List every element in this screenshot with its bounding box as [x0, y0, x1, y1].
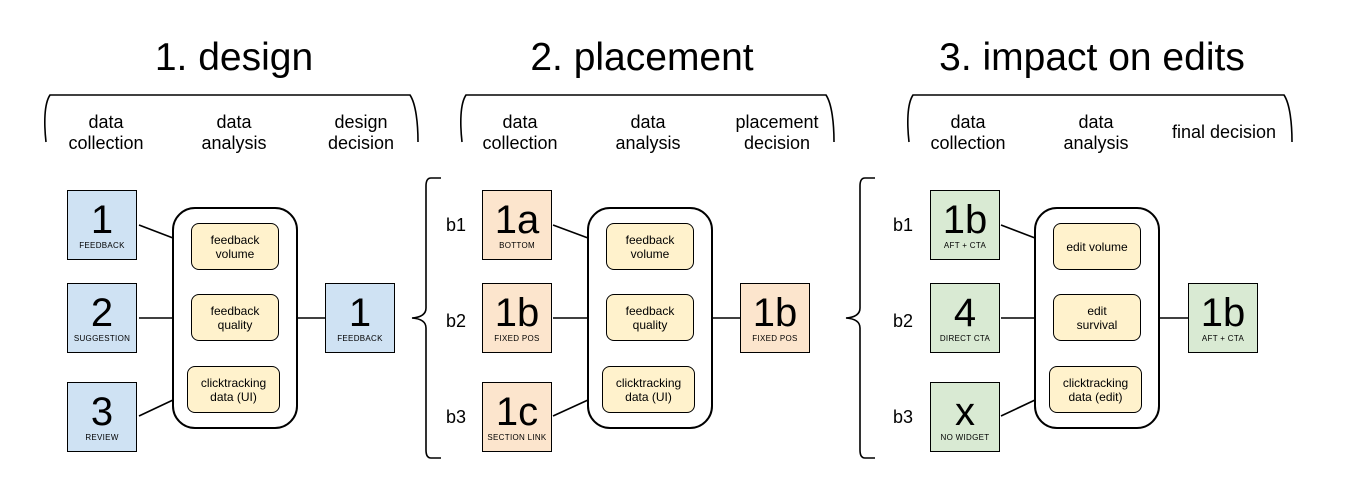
analysis-item: feedback quality [191, 294, 279, 341]
connector [1000, 224, 1036, 239]
input-number: 1b [942, 198, 988, 242]
section-title: 1. design [154, 36, 314, 79]
header-data-analysis: data analysis [1063, 112, 1129, 153]
connector [552, 224, 589, 239]
connector [138, 399, 174, 417]
analysis-item: clicktracking data (UI) [602, 366, 695, 413]
input-label: FIXED POS [494, 334, 540, 343]
input-number: x [955, 390, 975, 434]
analysis-group [587, 207, 713, 429]
analysis-group [172, 207, 298, 429]
decision-box: 1 FEEDBACK [325, 283, 395, 353]
section-title: 2. placement [530, 36, 754, 79]
analysis-group [1034, 207, 1160, 429]
decision-number: 1b [1200, 291, 1246, 335]
header-data-collection: data collection [68, 112, 144, 153]
decision-box: 1b FIXED POS [740, 283, 810, 353]
analysis-item: clicktracking data (edit) [1049, 366, 1142, 413]
input-label: SUGGESTION [73, 334, 131, 343]
input-box: 3 REVIEW [67, 382, 137, 452]
connector [138, 224, 174, 239]
header-data-collection: data collection [930, 112, 1006, 153]
input-label: NO WIDGET [940, 433, 990, 442]
row-label: b1 [893, 215, 914, 235]
decision-number: 1b [752, 291, 798, 335]
section-bracket [411, 177, 441, 459]
header-decision: design decision [327, 112, 395, 153]
row-label: b3 [893, 407, 914, 427]
header-data-analysis: data analysis [201, 112, 267, 153]
input-label: BOTTOM [499, 241, 535, 250]
decision-label: FEEDBACK [337, 334, 383, 343]
header-brace [907, 94, 1293, 143]
header-decision: final decision [1171, 122, 1277, 142]
input-box: 4 DIRECT CTA [930, 283, 1000, 353]
input-box: 1c SECTION LINK [482, 382, 552, 452]
row-label: b3 [446, 407, 467, 427]
input-label: AFT + CTA [943, 241, 987, 250]
input-box: 2 SUGGESTION [67, 283, 137, 353]
analysis-item: edit volume [1053, 223, 1141, 270]
input-number: 1b [494, 291, 540, 335]
header-brace [460, 94, 835, 143]
section-bracket [845, 177, 875, 459]
decision-box: 1b AFT + CTA [1188, 283, 1258, 353]
section-title: 3. impact on edits [939, 36, 1245, 79]
header-brace [44, 94, 419, 143]
analysis-item: feedback volume [606, 223, 694, 270]
input-number: 1a [494, 198, 540, 242]
input-number: 1 [90, 198, 114, 242]
input-box: 1b FIXED POS [482, 283, 552, 353]
connector [1000, 399, 1036, 417]
input-label: FEEDBACK [79, 241, 125, 250]
input-box: 1a BOTTOM [482, 190, 552, 260]
input-number: 2 [90, 291, 114, 335]
row-label: b2 [893, 311, 914, 331]
connector [552, 399, 589, 417]
header-data-analysis: data analysis [615, 112, 681, 153]
input-label: SECTION LINK [487, 433, 547, 442]
analysis-item: clicktracking data (UI) [187, 366, 280, 413]
input-number: 3 [90, 390, 114, 434]
row-label: b1 [446, 215, 467, 235]
analysis-item: feedback volume [191, 223, 279, 270]
input-box: 1 FEEDBACK [67, 190, 137, 260]
input-number: 4 [953, 291, 977, 335]
input-box: 1b AFT + CTA [930, 190, 1000, 260]
header-data-collection: data collection [482, 112, 558, 153]
input-label: DIRECT CTA [939, 334, 991, 343]
decision-label: AFT + CTA [1201, 334, 1245, 343]
analysis-item: edit survival [1053, 294, 1141, 341]
input-number: 1c [495, 390, 539, 434]
input-label: REVIEW [85, 433, 119, 442]
header-decision: placement decision [735, 112, 819, 153]
row-label: b2 [446, 311, 467, 331]
analysis-item: feedback quality [606, 294, 694, 341]
decision-number: 1 [348, 291, 372, 335]
decision-label: FIXED POS [752, 334, 798, 343]
input-box: x NO WIDGET [930, 382, 1000, 452]
